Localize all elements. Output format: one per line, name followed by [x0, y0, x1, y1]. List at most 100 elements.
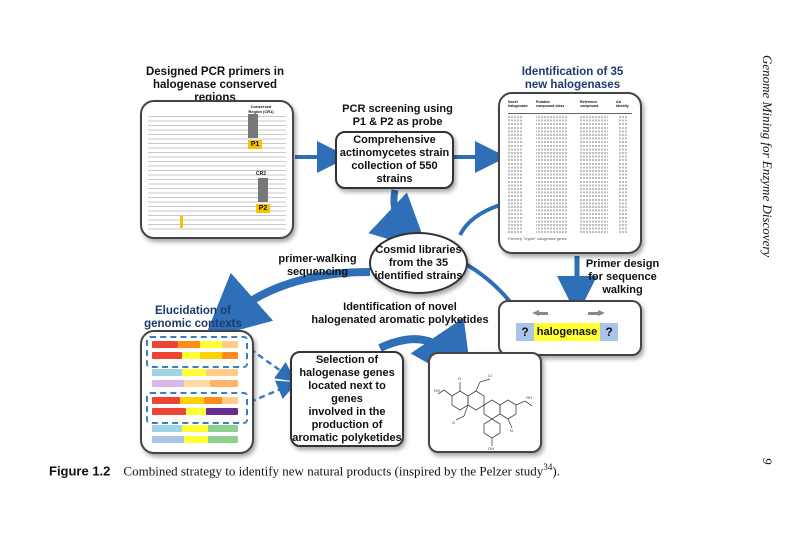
- label-pcr-screening: PCR screening using P1 & P2 as probe: [335, 103, 460, 129]
- label-novel-identification: Identification of novel halogenated arom…: [300, 301, 500, 327]
- label-primer-walking: primer-walking sequencing: [275, 253, 360, 279]
- dashed-arrow-1: [249, 347, 297, 382]
- table-rule: [508, 113, 632, 114]
- col-header: Putative compound class: [536, 100, 565, 108]
- label-line: sequencing: [286, 266, 349, 278]
- svg-text:OH: OH: [526, 395, 532, 400]
- unknown-left: ?: [516, 323, 534, 341]
- walk-right-arrow: [588, 312, 598, 315]
- figure-number: Figure 1.2: [49, 463, 111, 479]
- primer-marker: [180, 216, 183, 228]
- caption-ref: 34: [543, 462, 553, 472]
- box-line: identified strains: [374, 269, 463, 282]
- halogenase-table-panel: Novel halogenase Putative compound class…: [498, 92, 642, 254]
- label-line: new halogenases: [524, 79, 621, 91]
- gene: [152, 408, 186, 415]
- label-line: PCR screening using: [342, 103, 453, 115]
- label-line: Elucidation of: [154, 305, 232, 317]
- gene: [184, 436, 208, 443]
- gene: [152, 436, 184, 443]
- conserved-header: Conserved Region (CR1): [236, 104, 286, 114]
- label-line: Identification of 35: [521, 66, 624, 78]
- strain-collection-box: Comprehensive actinomycetes strain colle…: [335, 131, 454, 189]
- cosmid-libraries-oval: Cosmid libraries from the 35 identified …: [369, 232, 468, 294]
- sequence-walking-panel: ? halogenase ?: [498, 300, 642, 356]
- arrow-to-cosmid: [368, 189, 429, 252]
- svg-text:N: N: [510, 428, 513, 433]
- walk-left-arrow-tip: [532, 310, 539, 316]
- primer-p1: P1: [248, 140, 262, 149]
- unknown-right: ?: [600, 323, 618, 341]
- gene: [206, 369, 238, 376]
- svg-text:Cl: Cl: [488, 373, 492, 378]
- header-line: Conserved: [250, 104, 272, 109]
- gene: [206, 408, 238, 415]
- label-line: for sequence: [588, 271, 657, 283]
- gene: [184, 380, 210, 387]
- gene: [182, 352, 200, 359]
- gene: [152, 352, 182, 359]
- gene: [204, 397, 222, 404]
- col-header: AA identity: [616, 100, 629, 108]
- cr2-label: CR2: [256, 171, 267, 177]
- gene-clusters-panel: [140, 330, 254, 454]
- svg-text:O: O: [458, 376, 461, 381]
- label-identification: Identification of 35 new halogenases: [505, 66, 640, 92]
- selection-criteria-box: Selection of halogenase genes located ne…: [290, 351, 404, 447]
- gene: [178, 341, 200, 348]
- gene: [182, 425, 208, 432]
- running-header: Genome Mining for Enzyme Discovery: [760, 55, 775, 258]
- gene: [152, 341, 178, 348]
- conserved-region-2: [258, 178, 268, 202]
- walk-right-arrow-tip: [598, 310, 605, 316]
- box-line: halogenase genes: [299, 366, 395, 379]
- primer-p2: P2: [256, 204, 270, 213]
- box-line: production of: [311, 418, 383, 431]
- svg-text:HO: HO: [434, 388, 440, 393]
- arrow-to-elucidation: [204, 268, 371, 340]
- table-footnote: Formerly "cryptic" halogenase genes: [508, 237, 567, 241]
- label-line: Primer design: [585, 258, 660, 270]
- col-header: Novel halogenase: [508, 100, 528, 108]
- box-line: from the 35: [388, 256, 449, 269]
- label-elucidation: Elucidation of genomic contexts: [138, 305, 248, 331]
- selected-cluster-group-1: [146, 336, 248, 368]
- box-line: Comprehensive: [353, 134, 436, 146]
- gene: [182, 369, 206, 376]
- gene: [222, 352, 238, 359]
- figure-caption: Figure 1.2 Combined strategy to identify…: [49, 462, 560, 479]
- box-line: located next to genes: [308, 379, 386, 405]
- dashed-arrow-2: [249, 380, 298, 404]
- gene: [152, 425, 182, 432]
- box-line: involved in the: [308, 405, 386, 418]
- conserved-region-1: [248, 114, 258, 138]
- label-line: Designed PCR primers in: [145, 66, 285, 78]
- box-line: collection of 550 strains: [351, 160, 438, 185]
- gene: [210, 380, 238, 387]
- table-rows: [508, 116, 632, 234]
- box-line: Cosmid libraries: [375, 243, 462, 256]
- svg-text:OH: OH: [488, 446, 494, 451]
- gene: [222, 397, 238, 404]
- box-line: aromatic polyketides: [292, 431, 402, 444]
- gene: [186, 408, 206, 415]
- table-header: Novel halogenase Putative compound class…: [508, 100, 632, 112]
- gene: [152, 369, 182, 376]
- header-line: Region (CR1): [248, 109, 274, 114]
- gene: [152, 380, 184, 387]
- label-primer-design: Primer design for sequence walking: [585, 258, 660, 297]
- gene: [208, 436, 238, 443]
- selected-cluster-group-2: [146, 392, 248, 424]
- chemical-structure-drawing: HO O Cl OH N OH O: [434, 373, 533, 451]
- polyketide-structure-panel: HO O Cl OH N OH O: [428, 352, 542, 453]
- box-line: actinomycetes strain: [339, 147, 450, 159]
- box-line: Selection of: [315, 353, 379, 366]
- label-line: genomic contexts: [144, 318, 242, 330]
- label-line: Identification of novel: [343, 301, 457, 313]
- caption-text: Combined strategy to identify new natura…: [123, 463, 544, 479]
- label-line: halogenated aromatic polyketides: [311, 314, 489, 326]
- gene: [200, 352, 222, 359]
- label-line: walking: [602, 284, 643, 296]
- svg-text:O: O: [452, 420, 455, 425]
- gene: [200, 341, 222, 348]
